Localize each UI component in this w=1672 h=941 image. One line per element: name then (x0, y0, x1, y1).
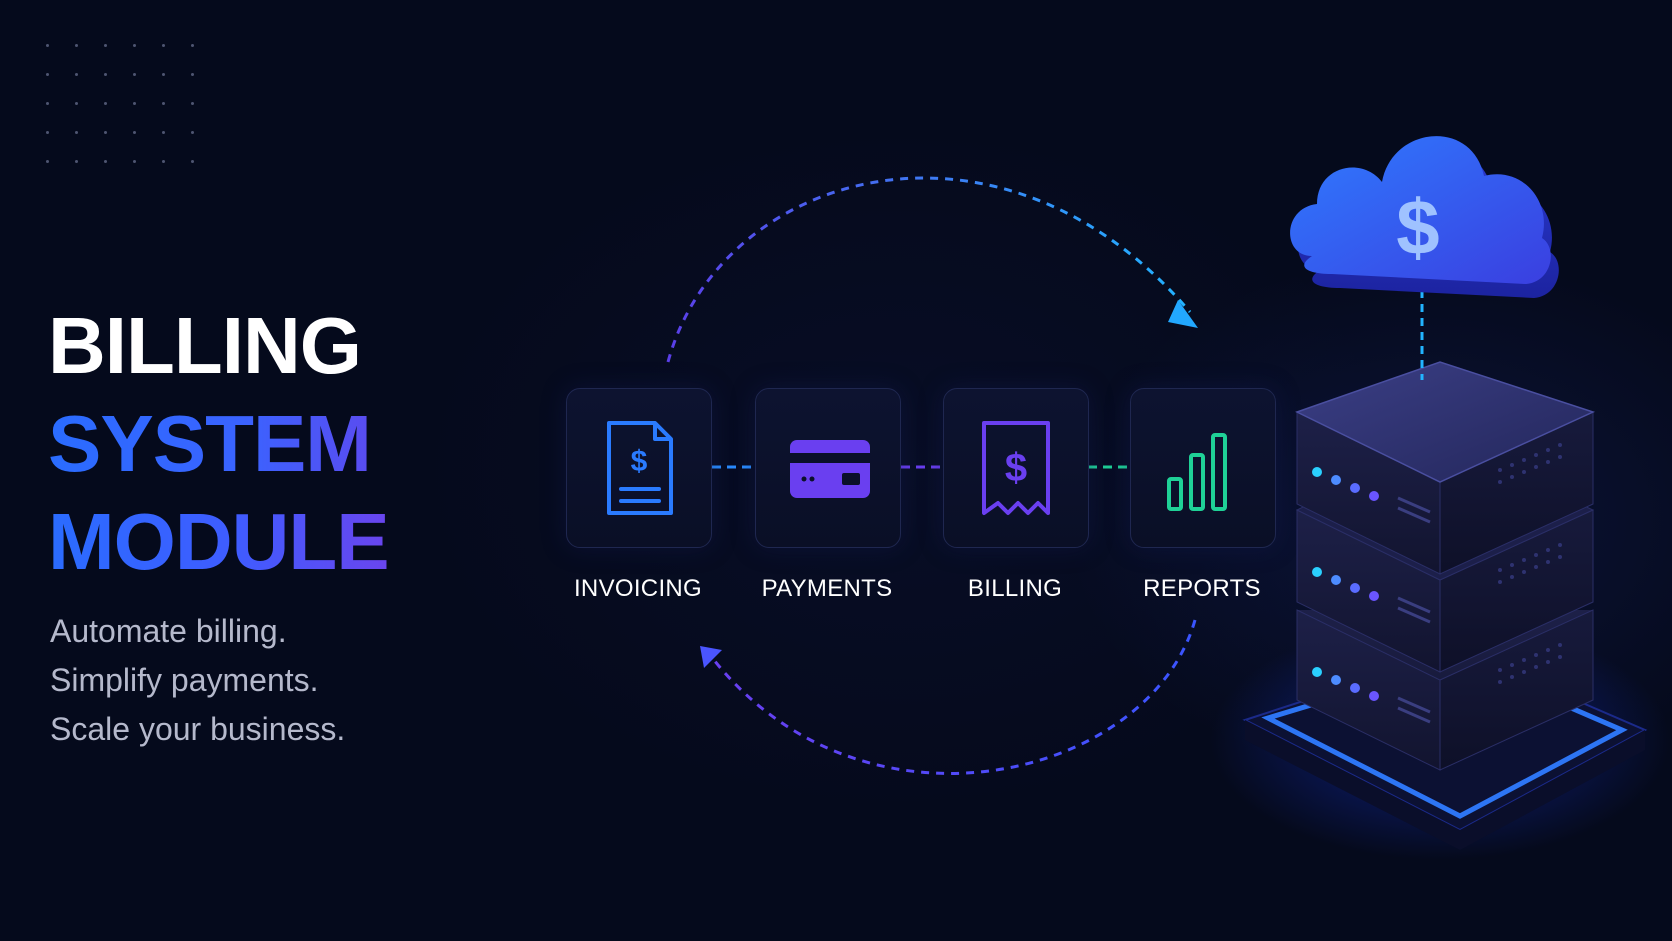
tagline-line-3: Scale your business. (50, 711, 346, 747)
module-card-reports[interactable] (1130, 388, 1276, 548)
top-cycle-arc (666, 176, 1192, 363)
top-arrow-head-icon (1168, 300, 1198, 328)
module-label-billing: BILLING (967, 575, 1063, 602)
tagline-line-2: Simplify payments. (50, 662, 319, 698)
svg-text:$: $ (1396, 183, 1439, 271)
module-card-payments[interactable] (755, 388, 901, 548)
title-line-billing: BILLING (48, 301, 362, 390)
tagline-line-1: Automate billing. (50, 613, 287, 649)
svg-text:$: $ (631, 445, 648, 478)
module-card-billing[interactable]: $ (943, 388, 1089, 548)
module-label-invoicing: INVOICING (573, 575, 703, 602)
module-card-invoicing[interactable]: $ (566, 388, 712, 548)
module-label-payments: PAYMENTS (761, 575, 893, 602)
invoice-document-icon: $ (607, 421, 673, 515)
bottom-arrow-head-icon (700, 646, 722, 668)
bar-chart-icon (1167, 433, 1227, 511)
receipt-icon: $ (982, 421, 1050, 515)
module-label-reports: REPORTS (1143, 575, 1261, 602)
dot-grid-decoration (46, 44, 194, 163)
svg-text:$: $ (1005, 446, 1027, 490)
cloud-dollar-icon: $ (1290, 136, 1559, 298)
credit-card-icon (790, 440, 870, 498)
title-line-system: SYSTEM (48, 399, 372, 488)
title-line-module: MODULE (48, 497, 390, 586)
